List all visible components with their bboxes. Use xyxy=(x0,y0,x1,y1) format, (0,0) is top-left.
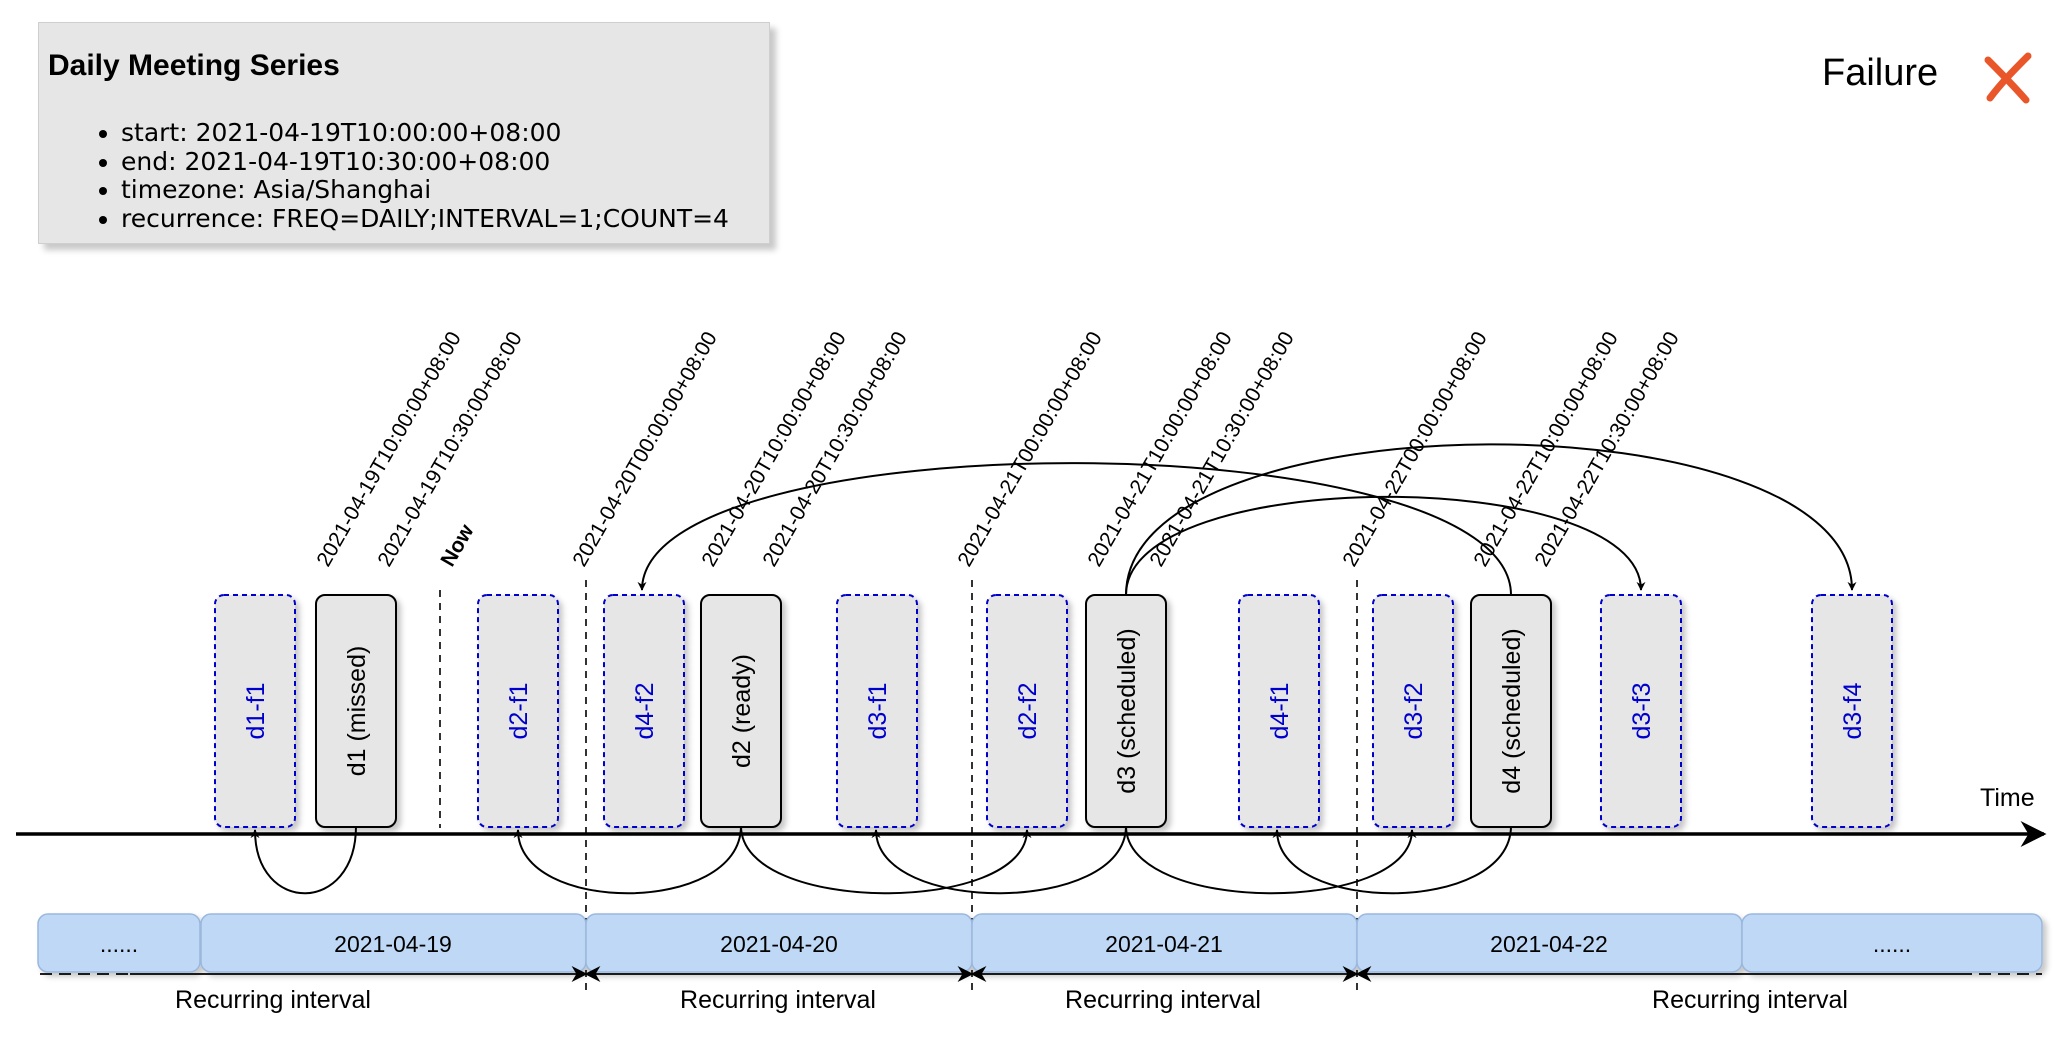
day-label: 2021-04-21 xyxy=(1105,931,1223,957)
failure-label: d3-f3 xyxy=(1628,683,1656,740)
lower-arrows xyxy=(250,825,1512,895)
failure-label: d3-f2 xyxy=(1400,683,1428,740)
failure-box-d4-f1[interactable]: d4-f1 xyxy=(1238,594,1320,828)
day-label: 2021-04-19 xyxy=(334,931,452,957)
timestamp-label: 2021-04-20T00:00:00+08:00 xyxy=(568,328,721,571)
failure-label: d2-f1 xyxy=(505,683,533,740)
series-title: Daily Meeting Series xyxy=(48,49,340,82)
meeting-box-d3[interactable]: d3 (scheduled) xyxy=(1085,594,1167,828)
arrow-d4-to-d4-f1 xyxy=(1272,825,1512,895)
failure-box-d4-f2[interactable]: d4-f2 xyxy=(603,594,685,828)
day-block-2021-04-21: 2021-04-21 xyxy=(971,913,1358,973)
arrow-d3-to-d3-f3 xyxy=(1125,495,1646,596)
day-label: 2021-04-20 xyxy=(720,931,838,957)
series-info-box: Daily Meeting Series start: 2021-04-19T1… xyxy=(38,22,770,244)
failure-box-d3-f1[interactable]: d3-f1 xyxy=(836,594,918,828)
day-label: ...... xyxy=(100,931,138,957)
property-end: end: 2021-04-19T10:30:00+08:00 xyxy=(121,147,729,177)
day-block-prev: ...... xyxy=(37,913,201,973)
timestamp-labels: 2021-04-19T10:00:00+08:00 2021-04-19T10:… xyxy=(312,328,1683,571)
interval-label: Recurring interval xyxy=(1065,986,1261,1014)
failure-box-d2-f2[interactable]: d2-f2 xyxy=(986,594,1068,828)
meeting-boxes: d1 (missed) d2 (ready) d3 (scheduled) d4… xyxy=(315,594,1552,828)
time-axis-label: Time xyxy=(1980,784,2035,812)
arrow-d3-to-d3-f1 xyxy=(871,825,1127,895)
meeting-label: d1 (missed) xyxy=(343,646,371,777)
meeting-label: d3 (scheduled) xyxy=(1113,628,1141,793)
arrow-d2-to-d2-f1 xyxy=(513,825,742,895)
day-block-2021-04-22: 2021-04-22 xyxy=(1356,913,1743,973)
failure-box-d1-f1[interactable]: d1-f1 xyxy=(214,594,296,828)
day-blocks: ...... 2021-04-19 2021-04-20 2021-04-21 … xyxy=(37,913,2043,973)
interval-label: Recurring interval xyxy=(1652,986,1848,1014)
failure-boxes: d1-f1 d2-f1 d4-f2 d3-f1 d2-f2 d4-f1 d3-f… xyxy=(214,594,1893,828)
upper-arrows xyxy=(637,443,1857,596)
series-properties: start: 2021-04-19T10:00:00+08:00 end: 20… xyxy=(47,118,729,234)
interval-label: Recurring interval xyxy=(175,986,371,1014)
arrow-d2-to-d2-f2 xyxy=(740,825,1032,895)
failure-label: d3-f1 xyxy=(864,683,892,740)
interval-label: Recurring interval xyxy=(680,986,876,1014)
property-start: start: 2021-04-19T10:00:00+08:00 xyxy=(121,118,729,148)
failure-label: d4-f2 xyxy=(631,683,659,740)
arrow-d3-to-d3-f4 xyxy=(1125,443,1857,596)
failure-box-d3-f3[interactable]: d3-f3 xyxy=(1600,594,1682,828)
property-recurrence: recurrence: FREQ=DAILY;INTERVAL=1;COUNT=… xyxy=(121,204,729,234)
day-block-2021-04-19: 2021-04-19 xyxy=(200,913,587,973)
interval-labels: Recurring interval Recurring interval Re… xyxy=(175,986,1848,1014)
meeting-box-d2[interactable]: d2 (ready) xyxy=(700,594,782,828)
meeting-label: d2 (ready) xyxy=(728,654,756,768)
arrow-d3-to-d3-f2 xyxy=(1125,825,1417,895)
day-label: 2021-04-22 xyxy=(1490,931,1608,957)
meeting-box-d4[interactable]: d4 (scheduled) xyxy=(1470,594,1552,828)
property-timezone: timezone: Asia/Shanghai xyxy=(121,175,729,205)
failure-label: d4-f1 xyxy=(1266,683,1294,740)
failure-label: d2-f2 xyxy=(1014,683,1042,740)
day-block-2021-04-20: 2021-04-20 xyxy=(585,913,973,973)
arrow-d4-to-d4-f2 xyxy=(637,462,1512,596)
cross-icon xyxy=(1984,52,2032,104)
day-block-next: ...... xyxy=(1741,913,2043,973)
meeting-box-d1[interactable]: d1 (missed) xyxy=(315,594,397,828)
day-label: ...... xyxy=(1873,931,1911,957)
failure-box-d2-f1[interactable]: d2-f1 xyxy=(477,594,559,828)
legend-label: Failure xyxy=(1822,52,1939,94)
failure-box-d3-f2[interactable]: d3-f2 xyxy=(1372,594,1454,828)
now-label: Now xyxy=(436,520,478,570)
failure-label: d1-f1 xyxy=(242,683,270,740)
meeting-label: d4 (scheduled) xyxy=(1498,628,1526,793)
failure-box-d3-f4[interactable]: d3-f4 xyxy=(1811,594,1893,828)
failure-label: d3-f4 xyxy=(1839,682,1867,739)
timestamp-label: 2021-04-21T00:00:00+08:00 xyxy=(953,328,1106,571)
arrow-d1-to-d1-f1 xyxy=(250,825,357,895)
